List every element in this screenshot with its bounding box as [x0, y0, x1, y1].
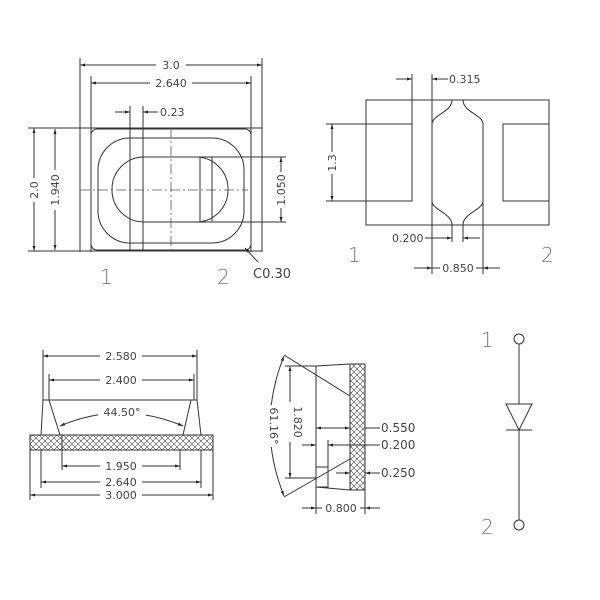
dim-top: 2.580 [105, 350, 137, 363]
dim-lens: 1.050 [275, 174, 288, 206]
dim-inner-width: 2.640 [155, 77, 187, 90]
dim-base: 3.000 [105, 489, 137, 502]
dim-c: 0.250 [381, 466, 415, 480]
dim-gap: 0.23 [160, 106, 185, 119]
side-view: 61.16° 1.820 0.550 0.200 0.250 0.800 [262, 354, 415, 515]
dim-height: 2.0 [28, 181, 41, 199]
angle-label: 61.16° [267, 408, 280, 445]
chamfer-label: C0.30 [253, 267, 291, 282]
dim-inner-height: 1.940 [49, 174, 62, 206]
dim-center: 0.850 [442, 262, 474, 275]
bottom-view: 0.315 1.3 0.200 0.850 1 2 [326, 73, 554, 275]
pin1-terminal [513, 333, 525, 345]
dim-a: 0.550 [381, 421, 415, 435]
dim-height: 1.820 [291, 406, 304, 438]
dim-depth: 0.800 [325, 502, 357, 515]
dim-cavity: 1.950 [105, 460, 137, 473]
diode-icon [505, 403, 533, 432]
diode-schematic: 1 2 [481, 328, 533, 539]
pin2-terminal [513, 519, 525, 531]
dim-pad-height: 1.3 [326, 154, 339, 172]
pin2-label: 2 [541, 243, 554, 267]
angle-label: 44.50° [104, 406, 141, 419]
top-view: 3.0 2.640 0.23 1.050 2.0 1.940 1 2 C0.30 [28, 58, 291, 289]
pin1-label: 1 [100, 265, 113, 289]
dim-b: 0.200 [381, 438, 415, 452]
dim-inner-top: 2.400 [105, 374, 137, 387]
dim-gap: 0.315 [449, 73, 481, 86]
pin2-label: 2 [217, 265, 230, 289]
dim-base-inner: 2.640 [105, 476, 137, 489]
pin2-label: 2 [481, 515, 494, 539]
dim-width: 3.0 [162, 59, 180, 72]
pin1-label: 1 [481, 328, 494, 352]
pin1-label: 1 [348, 243, 361, 267]
dim-neck: 0.200 [392, 232, 424, 245]
front-view: 2.580 2.400 44.50° 1.950 2.640 3.000 [29, 350, 214, 502]
